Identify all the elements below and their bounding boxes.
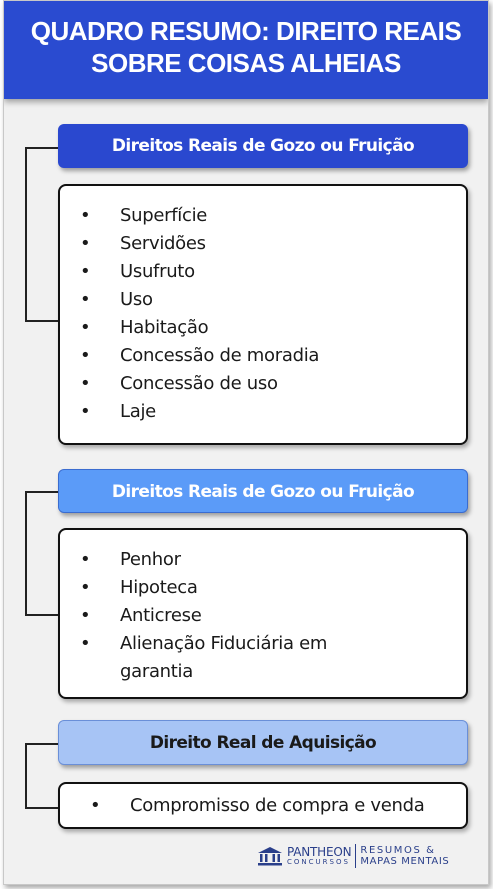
bullet-dot: • bbox=[80, 605, 91, 626]
brand-wordmark: PANTHEON CONCURSOS bbox=[287, 844, 352, 867]
list-item: •Anticrese bbox=[60, 602, 466, 630]
title-line-2: SOBRE COISAS ALHEIAS bbox=[91, 48, 401, 78]
temple-icon bbox=[258, 847, 282, 866]
list-item: •Servidões bbox=[60, 230, 466, 258]
section-list-aquisicao: •Compromisso de compra e venda bbox=[58, 782, 468, 829]
bullet-dot: • bbox=[80, 633, 91, 654]
brand-tagline: RESUMOS & MAPAS MENTAIS bbox=[360, 845, 449, 867]
list-item: •Penhor bbox=[60, 546, 466, 574]
list-item: •Superfície bbox=[60, 202, 466, 230]
list-item: •Concessão de moradia bbox=[60, 342, 466, 370]
bullet-dot: • bbox=[80, 317, 91, 338]
connector-bracket-2 bbox=[25, 491, 59, 616]
bullet-dot: • bbox=[80, 373, 91, 394]
list-item: •Compromisso de compra e venda bbox=[60, 792, 466, 820]
section-list-gozo-fruicao: •Superfície •Servidões •Usufruto •Uso •H… bbox=[58, 184, 468, 445]
list-item: •Usufruto bbox=[60, 258, 466, 286]
brand-name: PANTHEON bbox=[287, 844, 352, 859]
brand-subtitle: CONCURSOS bbox=[287, 857, 350, 866]
bullet-dot: • bbox=[80, 261, 91, 282]
list-item: •Hipoteca bbox=[60, 574, 466, 602]
list-item: •Concessão de uso bbox=[60, 370, 466, 398]
brand-footer: PANTHEON CONCURSOS RESUMOS & MAPAS MENTA… bbox=[257, 842, 449, 870]
bullet-dot: • bbox=[80, 345, 91, 366]
bullet-dot: • bbox=[90, 795, 101, 816]
section-heading-garantia: Direitos Reais de Gozo ou Fruição bbox=[58, 469, 468, 513]
bullet-dot: • bbox=[80, 549, 91, 570]
bullet-dot: • bbox=[80, 577, 91, 598]
summary-card: QUADRO RESUMO: DIREITO REAIS SOBRE COISA… bbox=[3, 0, 489, 885]
connector-bracket-3 bbox=[25, 743, 59, 809]
title-line-1: QUADRO RESUMO: DIREITO REAIS bbox=[30, 16, 462, 46]
connector-bracket-1 bbox=[25, 147, 59, 322]
list-item: •Laje bbox=[60, 398, 466, 426]
list-item: •Alienação Fiduciária em garantia bbox=[60, 630, 466, 686]
brand-divider bbox=[355, 844, 357, 868]
bullet-dot: • bbox=[80, 401, 91, 422]
title-banner: QUADRO RESUMO: DIREITO REAIS SOBRE COISA… bbox=[4, 1, 488, 99]
bullet-dot: • bbox=[80, 205, 91, 226]
section-list-garantia: •Penhor •Hipoteca •Anticrese •Alienação … bbox=[58, 528, 468, 699]
list-item: •Uso bbox=[60, 286, 466, 314]
bullet-dot: • bbox=[80, 233, 91, 254]
tagline-line-2: MAPAS MENTAIS bbox=[360, 856, 450, 867]
section-heading-aquisicao: Direito Real de Aquisição bbox=[58, 720, 468, 765]
tagline-line-1: RESUMOS & bbox=[360, 845, 436, 856]
list-item: •Habitação bbox=[60, 314, 466, 342]
bullet-dot: • bbox=[80, 289, 91, 310]
section-heading-gozo-fruicao: Direitos Reais de Gozo ou Fruição bbox=[58, 124, 468, 168]
